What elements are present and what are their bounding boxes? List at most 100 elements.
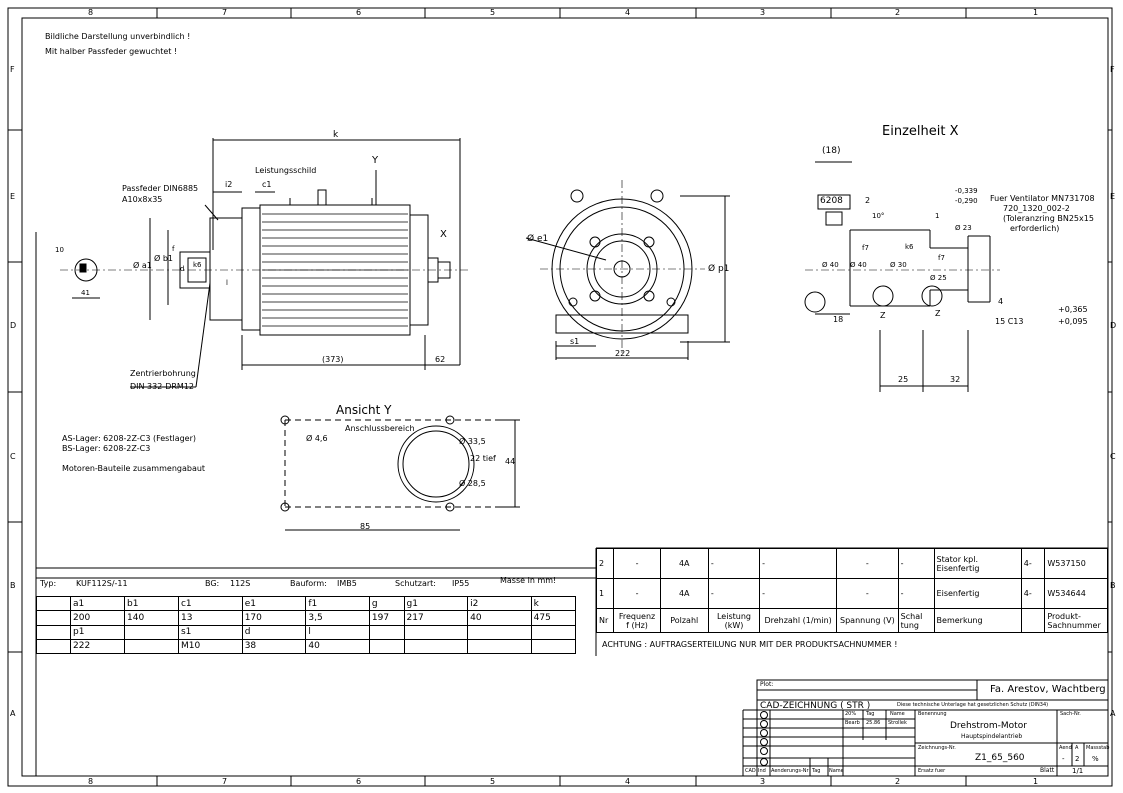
anschluss-label: Anschlussbereich [345,424,415,433]
dim-a1: Ø a1 [133,261,152,270]
bg-label: BG: [205,579,220,588]
val-d: 38 [241,638,307,655]
table-row: 2 - 4A - - - - Stator kpl. Eisenfertig 4… [595,548,1108,579]
ind-col-label: Ind [758,768,766,774]
typ-label: Typ: [40,579,57,588]
val-l: 40 [305,638,370,655]
view-y-title: Ansicht Y [336,403,392,417]
val-g1: 217 [403,610,469,626]
col-label: 6 [356,777,362,786]
ventilator-3: (Toleranzring BN25x15 [1003,214,1094,223]
hdr-f1: f1 [305,595,370,612]
dim-18: 18 [833,315,844,324]
passfeder-size: A10x8x35 [122,195,163,204]
aend-label: Aend [1059,745,1072,751]
table-header-row: Nr Frequenz f (Hz) Polzahl Leistung (kW)… [595,608,1108,633]
label-z1: Z [880,311,886,320]
col-label: 8 [88,777,94,786]
hdr-c1: c1 [177,595,243,612]
zeichnung-label: Zeichnungs-Nr. [918,745,956,751]
val-c1: 13 [177,610,243,626]
ventilator-2: 720_1320_002-2 [1003,204,1070,213]
hdr-a1: a1 [70,595,126,612]
row-label: B [1110,581,1116,590]
tag-label: Tag [866,711,875,717]
val-b1: 140 [124,610,179,626]
val-k: 475 [530,610,577,626]
row-label: C [10,452,16,461]
dim-d46: Ø 4,6 [306,434,328,443]
dim-85: 85 [360,522,371,531]
dim-41: 41 [81,289,90,297]
dim-10: 10 [55,246,64,254]
spec-table: a1 b1 c1 e1 f1 g g1 i2 k 200 140 13 170 … [35,595,577,655]
val-g: 197 [368,610,405,626]
dim-d25: Ø 25 [930,274,947,282]
col-label: 1 [1033,8,1039,17]
massstab-label: Massstab [1086,745,1110,751]
leistungsschild-label: Leistungsschild [255,166,317,175]
key-section [72,258,100,299]
row-label: F [10,65,15,74]
table-lines [35,232,1108,776]
row-label: A [1110,709,1116,718]
blatt-value: 1/1 [1072,767,1084,775]
label-x: X [440,229,447,240]
val-f1: 3,5 [305,610,370,626]
dim-d23: Ø 23 [955,224,972,232]
dim-c1: c1 [262,180,272,189]
dim-222: 222 [615,349,631,358]
row-label: A [10,709,16,718]
dim-i2: i2 [225,180,233,189]
val-i2: 40 [467,610,532,626]
zentrier-label: Zentrierbohrung [130,369,196,378]
ersatz-label: Ersatz fuer [918,768,946,774]
inner-frame [21,17,1109,777]
dim-e1: Ø e1 [527,234,549,244]
row-label: D [10,321,17,330]
col-label: 6 [356,8,362,17]
val-a1: 200 [70,610,126,626]
col-label: 8 [88,8,94,17]
bg-value: 112S [230,579,251,588]
row-label: C [1110,452,1116,461]
hdr-p1: p1 [70,624,126,640]
row-label: D [1110,321,1117,330]
hdr-l: l [305,624,370,640]
sachnr-label: Sach-Nr. [1060,711,1081,717]
dim-tief: 22 tief [470,454,496,463]
col-label: 3 [760,8,766,17]
aenderung-col-label: Aenderungs-Nr [771,768,809,774]
col-label: 1 [1033,777,1039,786]
dim-d285: Ø 28,5 [459,479,486,488]
drawing-title: Drehstrom-Motor [950,721,1027,731]
hdr-g1: g1 [403,595,469,612]
detail-x-title: Einzelheit X [882,124,959,139]
hdr-k: k [530,595,577,612]
table-row: 1 - 4A - - - - Eisenfertig 4- W534644 [595,578,1108,609]
row-label: E [10,192,16,201]
row-label: B [10,581,16,590]
name-col-label: Name [829,768,844,774]
dim-f: f [172,245,175,253]
massstab-value: % [1092,755,1099,763]
ventilator-4: erforderlich) [1010,224,1060,233]
a-label: A [1075,745,1079,751]
dim-f7-a: f7 [862,244,869,252]
tol-0290: -0,290 [955,197,978,205]
dim-d: d [180,265,185,273]
dim-d40-a: Ø 40 [822,261,839,269]
tol-095: +0,095 [1058,317,1088,326]
row-label: E [1110,192,1116,201]
hdr-i2: i2 [467,595,532,612]
ventilator-1: Fuer Ventilator MN731708 [990,194,1095,203]
dim-d30: Ø 30 [890,261,907,269]
aend-value: - [1062,755,1065,763]
bearing-bs: BS-Lager: 6208-2Z-C3 [62,444,151,453]
benennung-label: Benennung [918,711,947,717]
col-label: 2 [895,777,901,786]
bearb-date: 25.86 [866,720,881,726]
dim-s1: s1 [570,337,580,346]
bauform-label: Bauform: [290,579,327,588]
